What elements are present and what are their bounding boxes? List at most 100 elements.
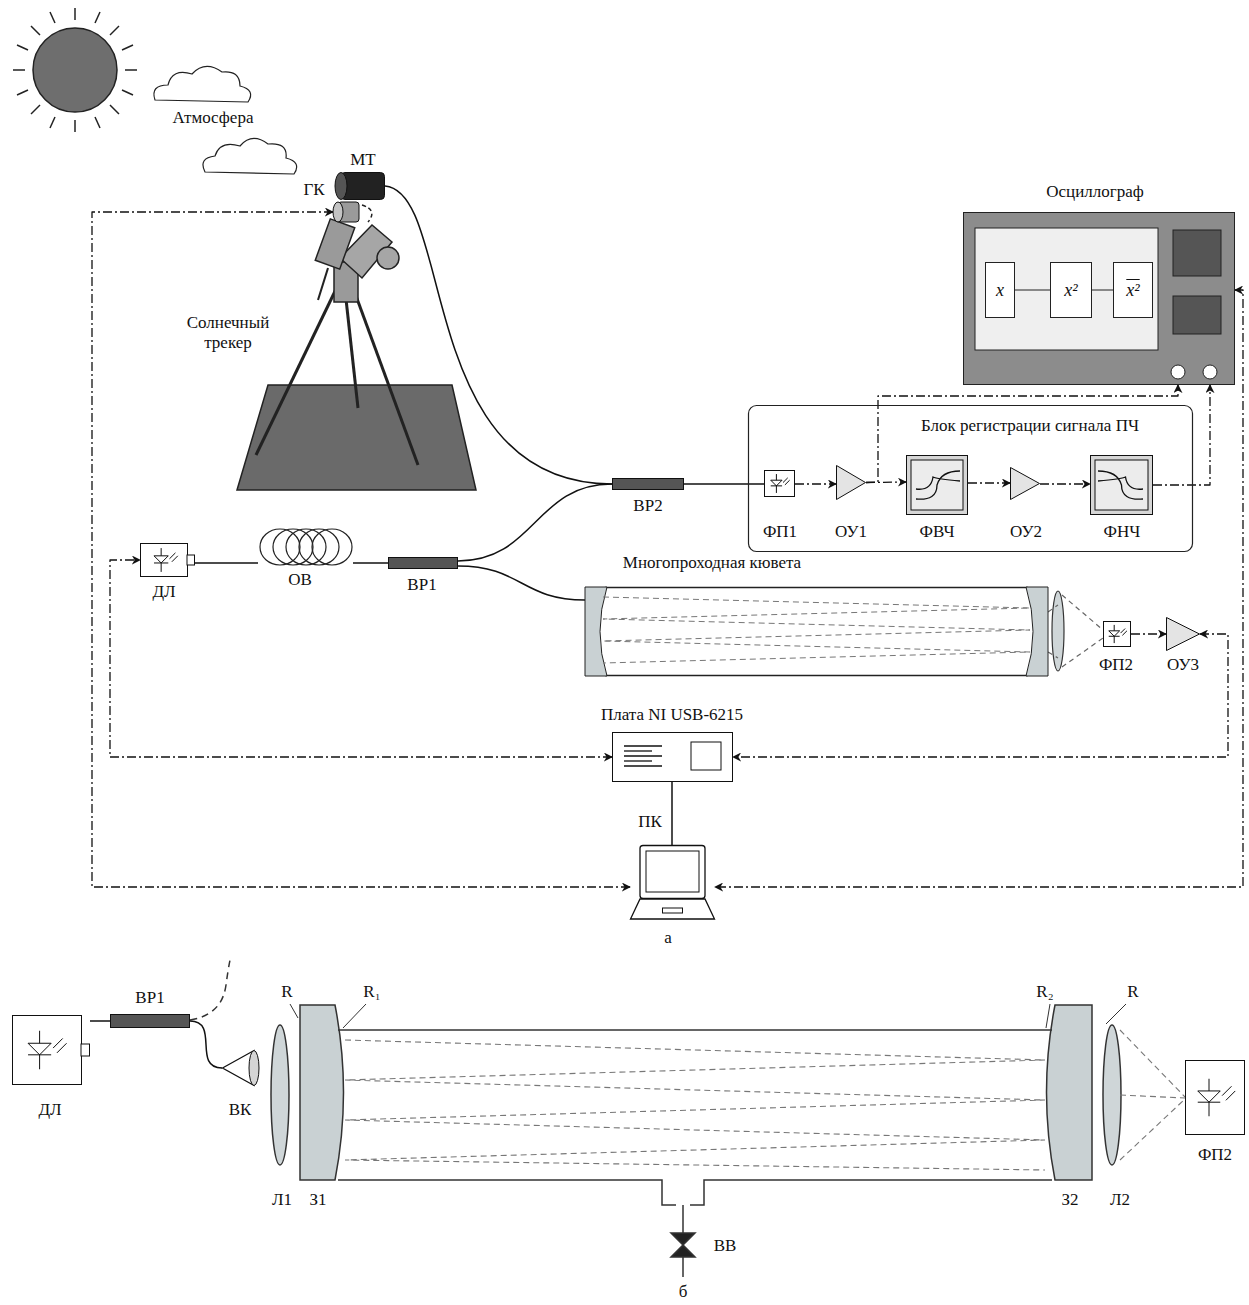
signal-connector (110, 560, 612, 757)
lens-l2-a (1048, 591, 1103, 671)
callout-label: З2 (1061, 1190, 1078, 1210)
cuvette-b (1103, 1025, 1121, 1165)
fiber-connector (353, 562, 388, 564)
sun (50, 12, 55, 23)
diode-laser (169, 553, 175, 559)
lens-l2-a (1052, 591, 1064, 671)
cuvette-b (1106, 1004, 1126, 1024)
diode-laser (81, 1044, 90, 1056)
cuvette-b (1120, 1095, 1185, 1098)
low-pass-filter (1091, 456, 1153, 515)
diode-laser (172, 556, 178, 562)
fiber-coil (260, 529, 300, 565)
low-pass-filter (1090, 455, 1153, 515)
part-label: ФП2 (1198, 1145, 1232, 1165)
laptop: ПК (630, 845, 715, 920)
photodetector (1185, 1060, 1245, 1135)
solar-tracker (345, 290, 358, 408)
math-block: x² (1050, 262, 1092, 318)
photodetector (785, 480, 790, 485)
amplifier (837, 466, 866, 500)
diode-laser: ДЛ (12, 1015, 90, 1085)
callout-label: R (1127, 982, 1138, 1002)
cuvette-b (338, 1180, 1052, 1205)
multipass-cell (605, 587, 1028, 589)
photodetector (1222, 1086, 1231, 1095)
amplifier: ОУ1 (836, 465, 866, 500)
guide-camera (333, 200, 360, 224)
photodetector (1109, 636, 1120, 637)
oscilloscope (1171, 365, 1185, 379)
solar-tracker (318, 268, 328, 300)
photodetector (1198, 1091, 1221, 1102)
diode-laser (28, 1043, 51, 1055)
oscilloscope (975, 228, 1158, 350)
oscilloscope (964, 213, 1235, 385)
photodetector: ФП1 (764, 470, 795, 497)
signal-connector (1131, 633, 1166, 634)
signal-connector (795, 483, 836, 484)
part-label: ОУ3 (1167, 655, 1199, 675)
caption-label: Атмосфера (173, 108, 254, 128)
solar-tracker (352, 285, 418, 465)
mini-telescope (335, 172, 385, 200)
fiber-connector (684, 483, 764, 485)
fiber-coupler (110, 1014, 190, 1028)
photodetector (1198, 1102, 1221, 1103)
cloud (154, 66, 251, 102)
diode-laser (57, 1043, 67, 1053)
sun (125, 69, 137, 71)
photodetector (764, 470, 795, 497)
cuvette-b (271, 1025, 289, 1165)
part-label: ВР1 (135, 988, 164, 1008)
fiber-coil (273, 529, 313, 565)
callout-label: б (679, 1282, 688, 1302)
diode-laser (154, 556, 168, 563)
sun (13, 8, 137, 132)
daq-board (612, 732, 733, 782)
fiber-coupler: ВР1 (388, 557, 458, 569)
daq-board (624, 760, 652, 761)
callout-label: ВВ (714, 1236, 737, 1256)
part-label: Осциллограф (1046, 182, 1144, 202)
fiber-connector (458, 566, 585, 600)
laptop (640, 846, 705, 899)
solar-tracker (377, 247, 399, 269)
fiber-connector (458, 484, 612, 561)
cuvette-b (190, 960, 1185, 1277)
lens-l2-a (1048, 652, 1058, 658)
low-pass-filter (1095, 460, 1148, 510)
photodetector (771, 485, 782, 486)
fiber-connector (190, 1021, 222, 1068)
diode-laser (187, 555, 195, 565)
diode-laser (13, 1016, 82, 1085)
cloud (203, 138, 297, 174)
solar-tracker (256, 285, 338, 455)
part-label: ДЛ (38, 1100, 61, 1120)
part-label: ВР2 (633, 496, 662, 516)
diode-laser: ДЛ (140, 543, 195, 577)
sun (17, 45, 28, 50)
part-label: ФП2 (1099, 655, 1133, 675)
sun (33, 28, 117, 112)
photodetector (1109, 631, 1120, 636)
part-label: ОУ1 (835, 522, 867, 542)
fiber-collimator (222, 1050, 260, 1086)
callout-label: Л1 (272, 1190, 292, 1210)
sun (95, 12, 100, 23)
block-symbol: x² (1126, 279, 1139, 301)
part-label: ОУ2 (1010, 522, 1042, 542)
cuvette-b (1046, 1004, 1050, 1028)
daq-board (691, 742, 721, 770)
multipass-cell (605, 675, 1028, 677)
diode-laser (154, 562, 168, 563)
sun (50, 117, 55, 128)
sun (31, 26, 40, 35)
part-label: Плата NI USB-6215 (601, 705, 743, 725)
math-block: x (985, 262, 1015, 318)
photodetector (765, 471, 795, 497)
low-pass-filter: ФНЧ (1090, 455, 1153, 515)
photodetector (1121, 629, 1126, 634)
callout-label: а (664, 928, 672, 948)
photodetector (783, 478, 788, 483)
